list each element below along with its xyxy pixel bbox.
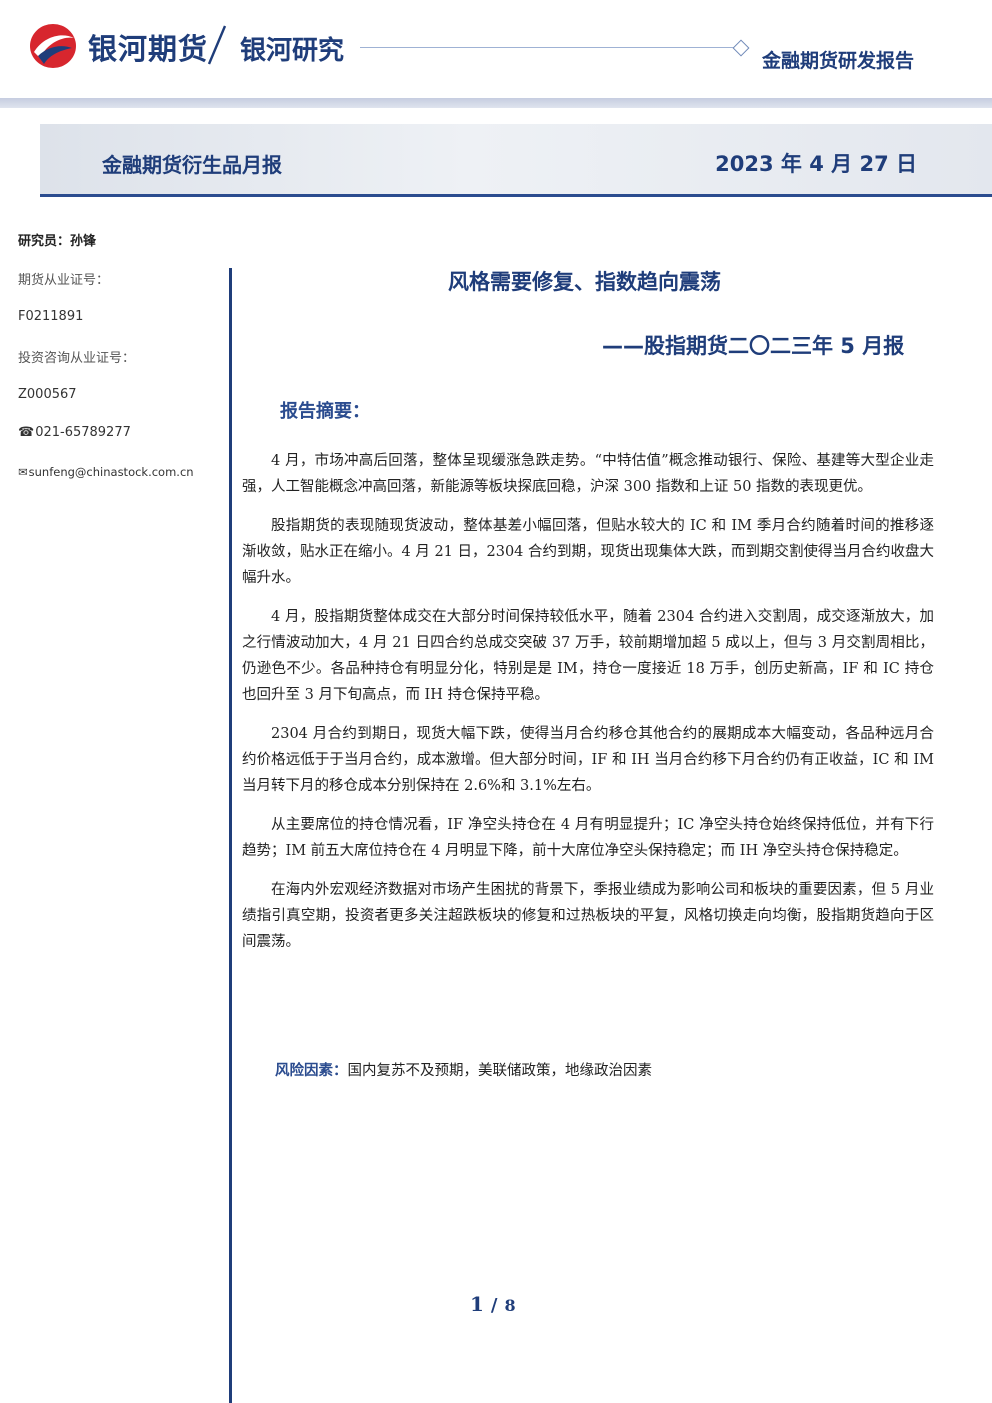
consult-license-label: 投资咨询从业证号： [18, 351, 136, 366]
slash-divider [207, 25, 227, 65]
risk-text: 国内复苏不及预期，美联储政策，地缘政治因素 [347, 1063, 653, 1079]
phone-icon: ☎ [18, 425, 35, 440]
page-number: 1 / 8 [470, 1292, 516, 1316]
summary-body: 4 月，市场冲高后回落，整体呈现缓涨急跌走势。“中特估值”概念推动银行、保险、基… [242, 448, 934, 968]
futures-license-label: 期货从业证号： [18, 273, 110, 288]
page-total: 8 [504, 1296, 516, 1315]
galaxy-logo-icon [30, 24, 76, 68]
report-date: 2023 年 4 月 27 日 [715, 152, 917, 176]
page-header: 银河期货 银河研究 金融期货研发报告 [0, 0, 992, 100]
risk-factors: 风险因素：国内复苏不及预期，美联储政策，地缘政治因素 [275, 1059, 652, 1080]
header-rule [360, 47, 735, 48]
paragraph: 在海内外宏观经济数据对市场产生困扰的背景下，季报业绩成为影响公司和板块的重要因素… [242, 882, 934, 950]
banner-title: 金融期货衍生品月报 [102, 153, 282, 177]
summary-heading: 报告摘要： [280, 401, 370, 422]
report-subtitle: ——股指期货二〇二三年 5 月报 [602, 334, 905, 358]
brand-name: 银河期货 [88, 32, 209, 66]
email-line: ✉sunfeng@chinastock.com.cn [18, 465, 194, 479]
page-current: 1 [470, 1292, 484, 1316]
mail-icon: ✉ [18, 465, 28, 479]
paragraph: 2304 月合约到期日，现货大幅下跌，使得当月合约移仓其他合约的展期成本大幅变动… [242, 726, 934, 794]
header-band [0, 98, 992, 108]
vertical-divider [229, 268, 232, 1403]
phone-number: 021-65789277 [35, 425, 131, 440]
page-separator: / [490, 1295, 498, 1316]
risk-label: 风险因素： [275, 1063, 348, 1079]
phone-line: ☎021-65789277 [18, 425, 131, 440]
paragraph: 4 月，市场冲高后回落，整体呈现缓涨急跌走势。“中特估值”概念推动银行、保险、基… [242, 453, 934, 495]
brand-research: 银河研究 [240, 36, 345, 66]
report-type: 金融期货研发报告 [762, 50, 915, 72]
paragraph: 4 月，股指期货整体成交在大部分时间保持较低水平，随着 2304 合约进入交割周… [242, 609, 934, 703]
diamond-icon [732, 39, 750, 57]
paragraph: 从主要席位的持仓情况看，IF 净空头持仓在 4 月有明显提升；IC 净空头持仓始… [242, 817, 934, 859]
email-address[interactable]: sunfeng@chinastock.com.cn [28, 465, 194, 479]
consult-license-number: Z000567 [18, 387, 77, 402]
futures-license-number: F0211891 [18, 309, 84, 324]
report-title: 风格需要修复、指数趋向震荡 [448, 270, 721, 294]
title-banner: 金融期货衍生品月报 2023 年 4 月 27 日 [40, 124, 992, 197]
paragraph: 股指期货的表现随现货波动，整体基差小幅回落，但贴水较大的 IC 和 IM 季月合… [242, 518, 935, 586]
researcher-name: 研究员：孙锋 [18, 234, 97, 249]
